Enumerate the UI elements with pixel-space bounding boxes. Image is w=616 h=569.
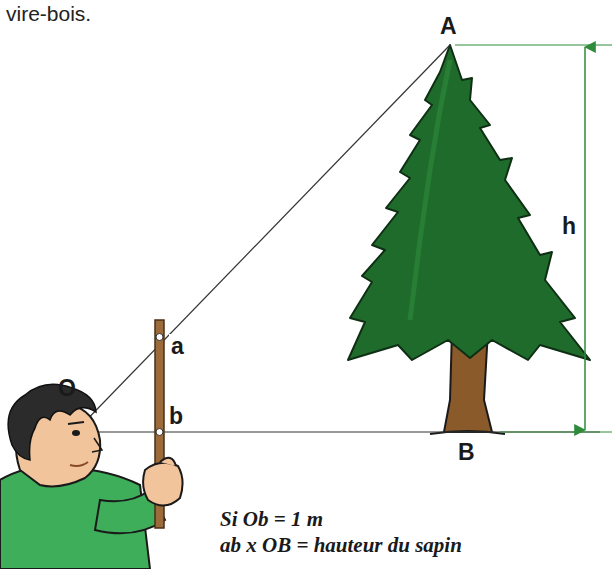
person-mouth <box>70 462 88 466</box>
point-label: B <box>458 440 475 465</box>
point-label: A <box>440 14 457 39</box>
dimension-line <box>584 47 586 235</box>
point-b <box>156 429 163 436</box>
intro-text: vire-bois. <box>6 2 91 25</box>
point-label: b <box>169 404 183 429</box>
person-brow <box>68 422 84 424</box>
dimension-line <box>584 235 586 430</box>
point-label: O <box>58 376 76 401</box>
point-label: a <box>169 334 186 359</box>
dimension-label: h <box>562 214 576 239</box>
person-nose <box>92 438 102 452</box>
person-hand <box>143 463 182 506</box>
fir-tree <box>348 45 590 360</box>
point-a <box>156 334 163 341</box>
extension-line <box>500 432 612 433</box>
formula-note: ab x OB = hauteur du sapin <box>220 534 462 557</box>
person-thumb <box>160 458 176 466</box>
tree-highlight <box>410 60 450 320</box>
person-hair <box>8 384 96 460</box>
person-eye <box>72 430 80 436</box>
extension-line <box>455 45 612 46</box>
sight-line-top <box>75 45 450 432</box>
formula-note: Si Ob = 1 m <box>220 508 323 531</box>
